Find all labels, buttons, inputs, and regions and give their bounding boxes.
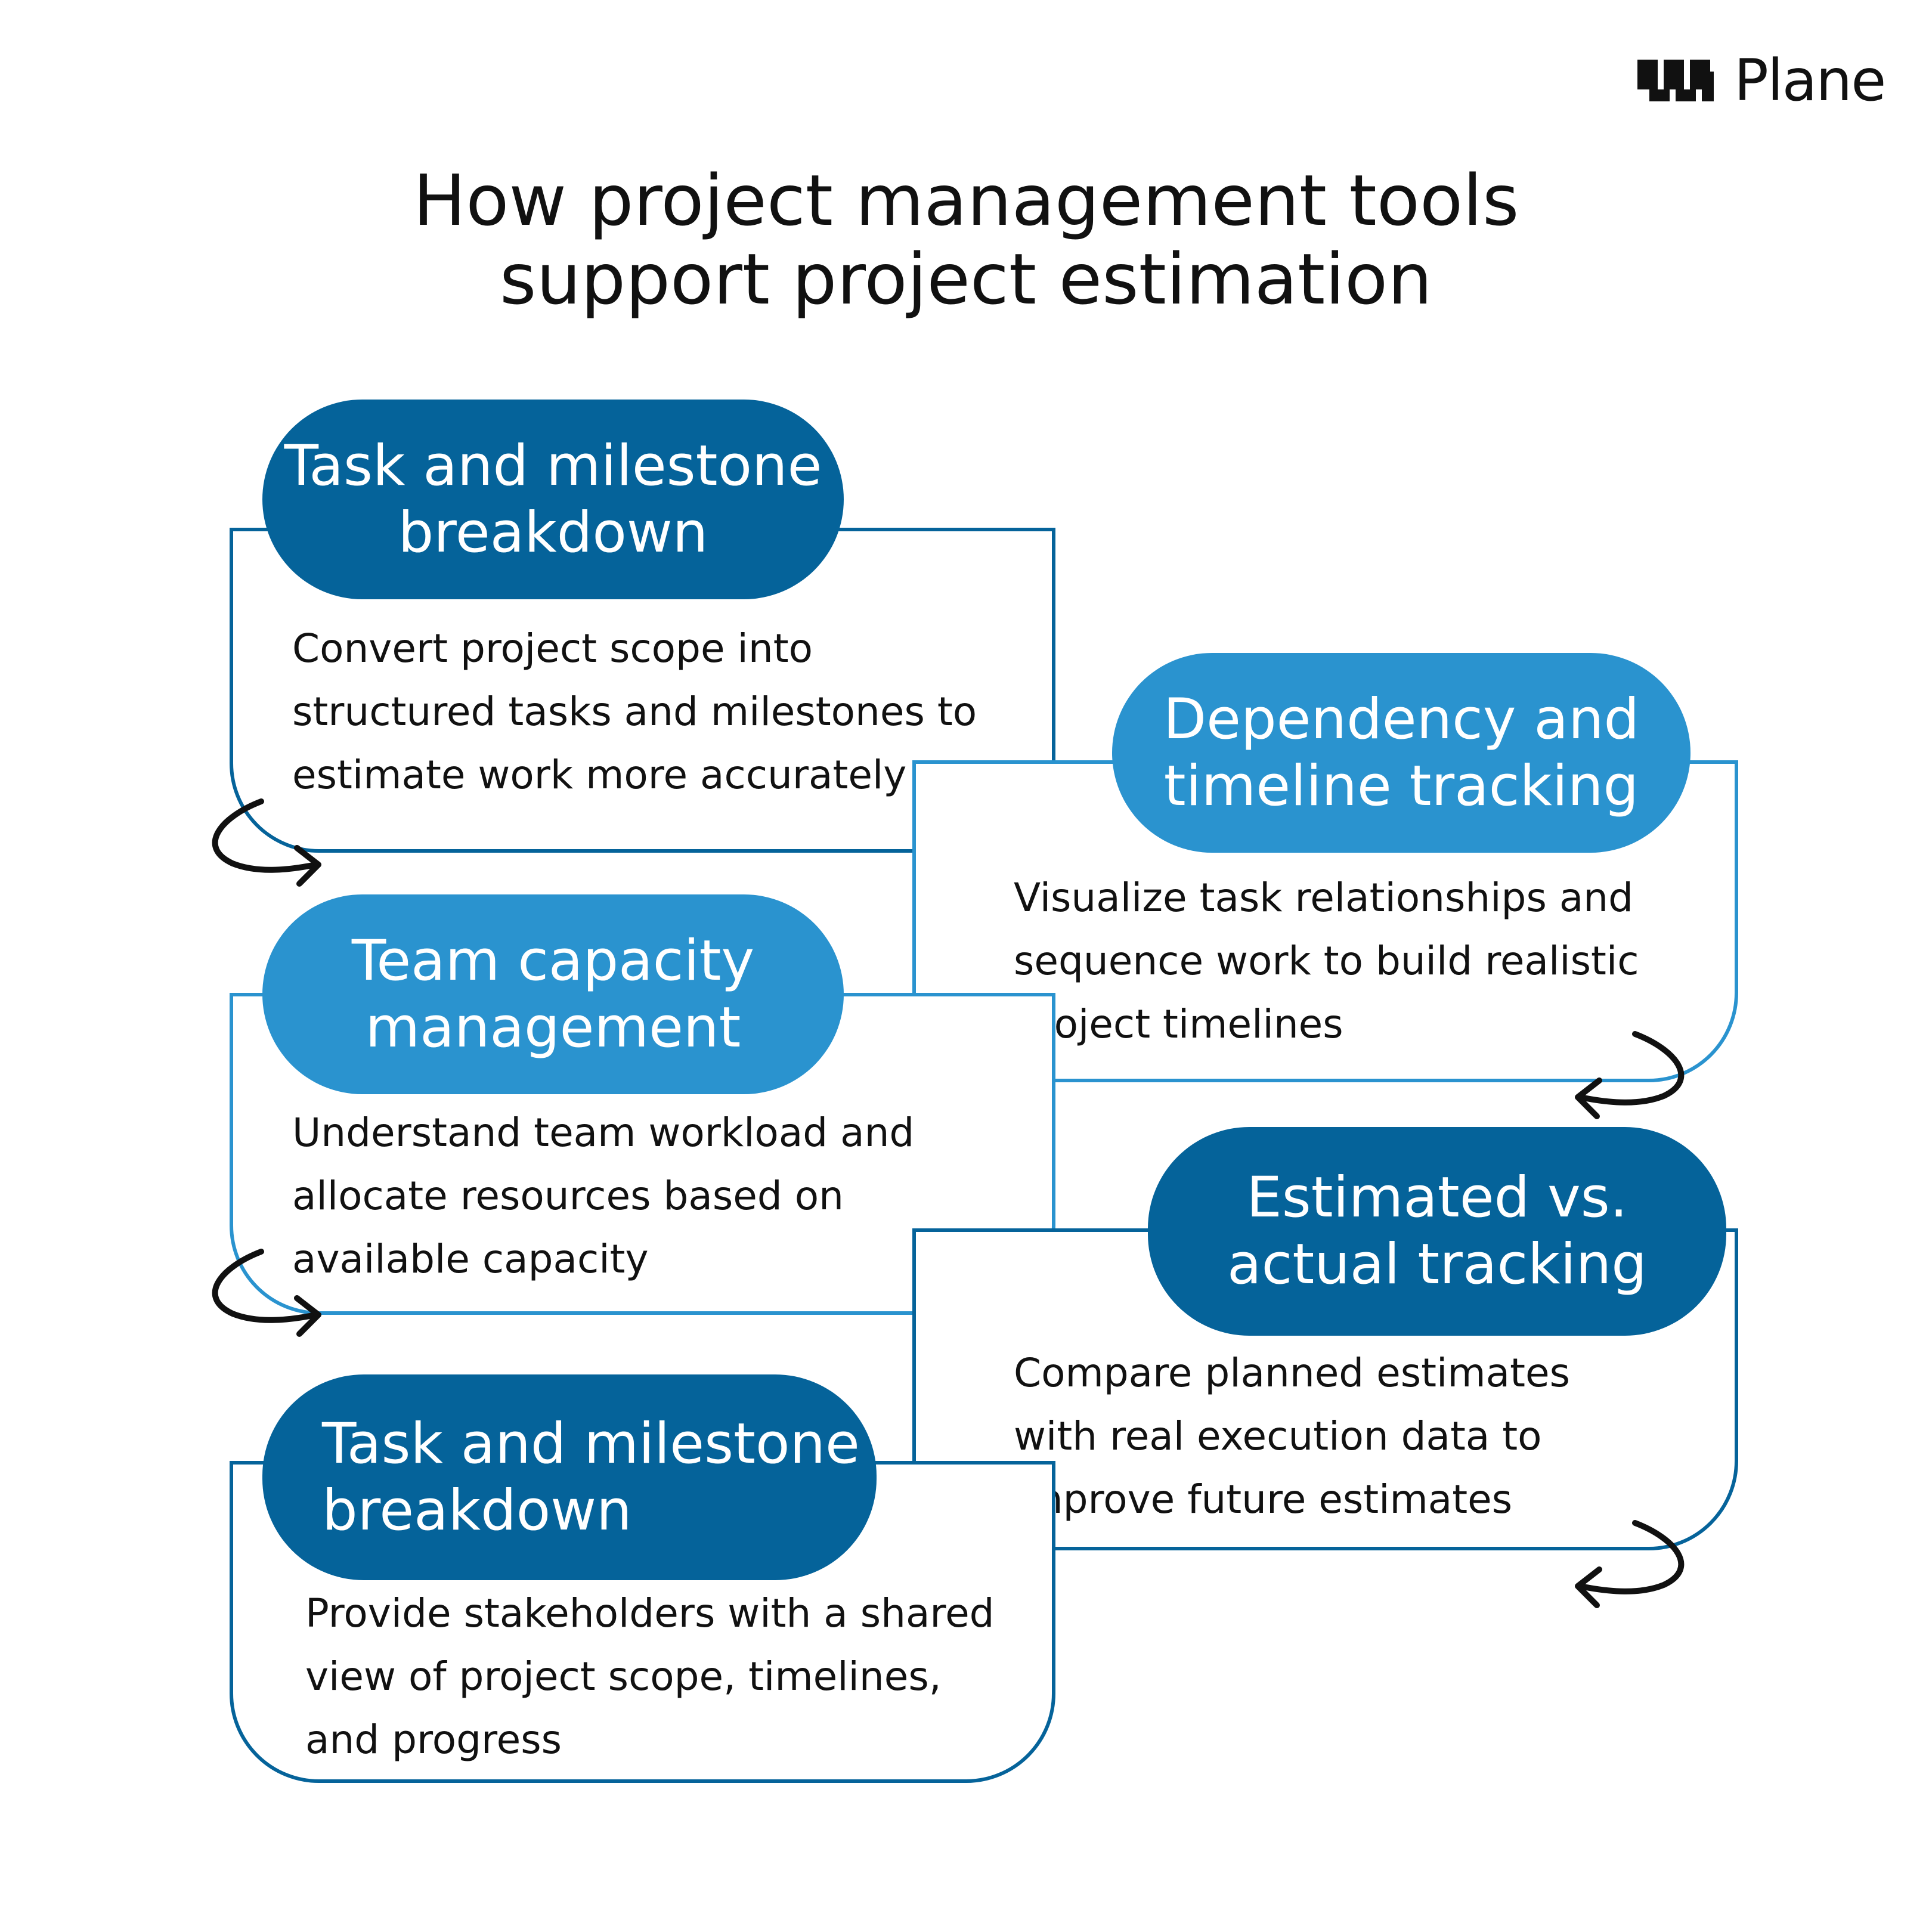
step-1-description: Convert project scope into structured ta… (292, 617, 977, 807)
step-1-heading-line-1: Task and milestone (284, 433, 822, 499)
curved-arrow-icon (212, 1249, 321, 1337)
plane-logo-icon (1637, 60, 1714, 101)
step-5-heading-line-2: breakdown (322, 1478, 632, 1543)
step-1-description-line-2: structured tasks and milestones to (292, 689, 977, 735)
step-4-heading-line-2: actual tracking (1227, 1232, 1647, 1297)
step-1-description-line-1: Convert project scope into (292, 626, 813, 671)
brand-logo: Plane (1634, 48, 1896, 113)
step-3-heading-line-1: Team capacity (351, 928, 755, 993)
step-2-description-line-1: Visualize task relationships and (1014, 875, 1633, 921)
step-1-heading-pill: Task and milestone breakdown (262, 400, 844, 599)
curved-arrow-icon (1575, 1520, 1685, 1608)
step-3-description-line-3: available capacity (292, 1236, 649, 1282)
step-5-description-line-1: Provide stakeholders with a shared (305, 1590, 995, 1636)
title-line-1: How project management tools (413, 159, 1519, 242)
step-4-heading-pill: Estimated vs. actual tracking (1148, 1127, 1726, 1336)
step-5-heading-line-1: Task and milestone (322, 1411, 860, 1476)
step-2-heading-line-1: Dependency and (1163, 686, 1640, 752)
step-5-description: Provide stakeholders with a shared view … (305, 1582, 995, 1772)
step-5-description-line-2: view of project scope, timelines, (305, 1654, 942, 1699)
step-4-description-line-1: Compare planned estimates (1014, 1350, 1570, 1396)
step-3-description-line-1: Understand team workload and (292, 1110, 915, 1156)
step-2-description-line-3: project timelines (1014, 1001, 1343, 1047)
step-2-description-line-2: sequence work to build realistic (1014, 938, 1639, 984)
step-4-heading-line-1: Estimated vs. (1246, 1165, 1628, 1230)
curved-arrow-icon (1575, 1031, 1685, 1119)
step-1-heading-line-2: breakdown (398, 500, 708, 565)
step-3-heading-pill: Team capacity management (262, 894, 844, 1094)
title-line-2: support project estimation (499, 238, 1433, 320)
step-1-description-line-3: estimate work more accurately (292, 752, 907, 798)
step-5-heading-pill: Task and milestone breakdown (262, 1374, 877, 1580)
step-5-description-line-3: and progress (305, 1717, 562, 1763)
step-4-description: Compare planned estimates with real exec… (1014, 1342, 1570, 1531)
step-3-description: Understand team workload and allocate re… (292, 1101, 914, 1291)
step-2-heading-line-2: timeline tracking (1163, 753, 1639, 819)
step-2-heading-pill: Dependency and timeline tracking (1112, 653, 1690, 853)
step-3-description-line-2: allocate resources based on (292, 1173, 844, 1219)
page-title: How project management tools support pro… (191, 161, 1741, 318)
step-4-description-line-3: improve future estimates (1014, 1476, 1513, 1522)
step-2-description: Visualize task relationships and sequenc… (1014, 866, 1639, 1056)
brand-name: Plane (1734, 47, 1886, 114)
step-4-description-line-2: with real execution data to (1014, 1413, 1542, 1459)
curved-arrow-icon (212, 798, 321, 887)
step-3-heading-line-2: management (365, 995, 741, 1060)
